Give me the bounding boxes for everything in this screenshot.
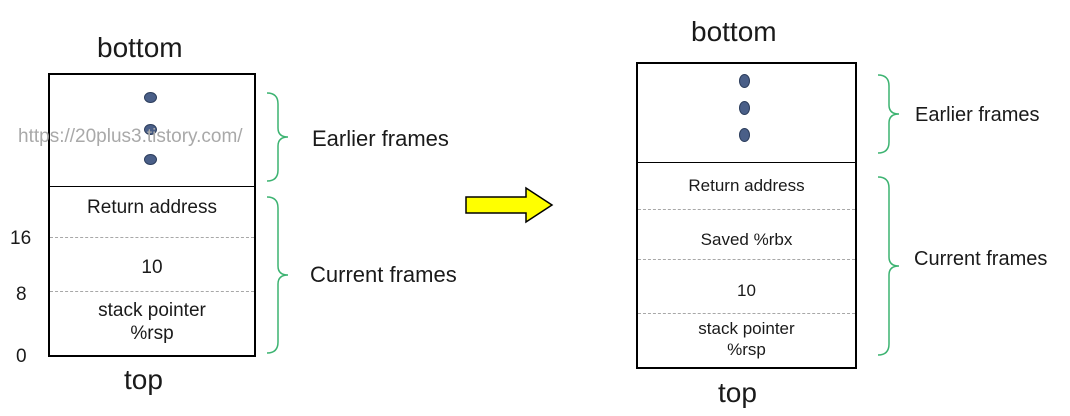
left-ellipsis-dot-3 <box>144 154 157 165</box>
right-cell-stack-pointer: stack pointer %rsp <box>636 318 857 361</box>
right-cell-return-address: Return address <box>688 176 805 195</box>
left-earlier-brace <box>266 92 289 182</box>
right-divider-2 <box>638 259 855 260</box>
left-stack-box <box>48 73 256 357</box>
left-earlier-frames-label: Earlier frames <box>312 126 449 151</box>
right-cell-value: 10 <box>737 281 756 300</box>
right-divider-1 <box>638 209 855 210</box>
left-cell-stack-pointer-line1: stack pointer <box>98 300 206 321</box>
right-stack-box <box>636 62 857 369</box>
offset-8: 8 <box>16 284 27 305</box>
right-cell-stack-pointer-line1: stack pointer <box>698 319 795 338</box>
right-cell-stack-pointer-line2: %rsp <box>727 340 766 360</box>
left-cell-stack-pointer-line2: %rsp <box>130 322 174 344</box>
right-bottom-label: bottom <box>691 16 777 47</box>
left-ellipsis-dot-1 <box>144 92 157 103</box>
left-top-label: top <box>124 364 163 395</box>
right-current-frames-label: Current frames <box>914 248 1048 270</box>
right-current-brace <box>877 176 900 356</box>
left-current-brace <box>266 196 289 354</box>
left-divider-8 <box>50 291 254 292</box>
right-earlier-frames-label: Earlier frames <box>915 104 1040 126</box>
right-ellipsis-dot-3 <box>739 128 750 142</box>
right-frame-divider <box>636 162 857 163</box>
left-frame-divider <box>48 186 256 187</box>
right-divider-3 <box>638 313 855 314</box>
transition-arrow <box>465 186 554 224</box>
left-cell-stack-pointer: stack pointer %rsp <box>48 300 256 346</box>
left-divider-16 <box>50 237 254 238</box>
left-current-frames-label: Current frames <box>310 262 457 287</box>
watermark: https://20plus3.tistory.com/ <box>18 126 243 147</box>
offset-16: 16 <box>10 228 32 249</box>
offset-0: 0 <box>16 346 27 367</box>
left-cell-value: 10 <box>141 257 163 278</box>
left-cell-return-address: Return address <box>87 197 217 218</box>
left-bottom-label: bottom <box>97 32 183 63</box>
right-top-label: top <box>718 377 757 408</box>
right-ellipsis-dot-1 <box>739 74 750 88</box>
right-cell-saved-rbx: Saved %rbx <box>700 230 793 249</box>
left-ellipsis-dot-2 <box>144 124 157 135</box>
right-earlier-brace <box>877 74 900 154</box>
right-ellipsis-dot-2 <box>739 101 750 115</box>
